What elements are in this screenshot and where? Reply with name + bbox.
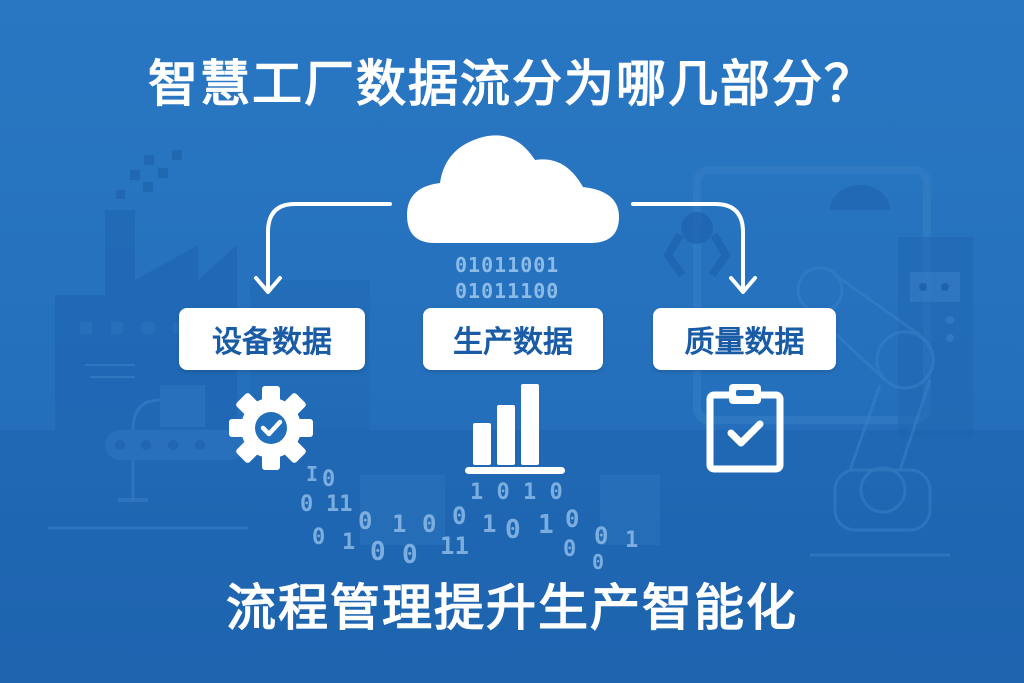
binary-digit: 11 <box>326 492 353 517</box>
binary-digit: 0 <box>505 515 521 545</box>
binary-digit: 1 <box>625 528 639 553</box>
page-title: 智慧工厂数据流分为哪几部分？ <box>148 55 876 113</box>
cloud-binary-line-1: 01011001 <box>455 253 560 277</box>
binary-digit: 0 <box>322 467 336 492</box>
binary-digit: 1 <box>392 510 407 538</box>
binary-digit: 0 <box>422 510 437 538</box>
bar-chart-icon <box>465 381 567 477</box>
binary-digit: 0 <box>312 525 326 550</box>
binary-digit: 0 <box>594 522 609 550</box>
binary-digit: 0 <box>452 502 467 530</box>
binary-digit: 0 <box>370 537 386 567</box>
binary-digit: 0 <box>563 537 577 562</box>
category-label: 生产数据 <box>453 325 573 360</box>
page-subtitle: 流程管理提升生产智能化 <box>226 579 798 637</box>
binary-digit: 0 <box>358 507 373 535</box>
binary-digit: 0 <box>565 505 580 533</box>
binary-digit: 0 <box>300 492 314 517</box>
clipboard-check-icon <box>705 381 785 473</box>
category-production-data: 生产数据 <box>423 308 603 370</box>
binary-digit: 1 <box>482 510 497 538</box>
binary-digit: 1 0 1 0 <box>470 480 563 505</box>
arrow-left-icon <box>254 202 392 294</box>
category-equipment-data: 设备数据 <box>179 308 365 370</box>
arrow-right-icon <box>631 202 757 294</box>
binary-digit: 0 <box>402 540 418 570</box>
category-label: 质量数据 <box>684 325 805 360</box>
binary-digit: 1 <box>342 530 356 555</box>
binary-digit: I <box>306 462 319 486</box>
cloud-icon <box>405 125 623 245</box>
binary-digit: 0 <box>592 550 605 574</box>
gear-check-icon <box>226 383 316 473</box>
category-quality-data: 质量数据 <box>653 308 836 370</box>
binary-digit: 11 <box>440 532 469 560</box>
category-label: 设备数据 <box>212 325 332 360</box>
cloud-binary-line-2: 01011100 <box>455 279 560 303</box>
binary-digit: 1 <box>538 510 554 540</box>
